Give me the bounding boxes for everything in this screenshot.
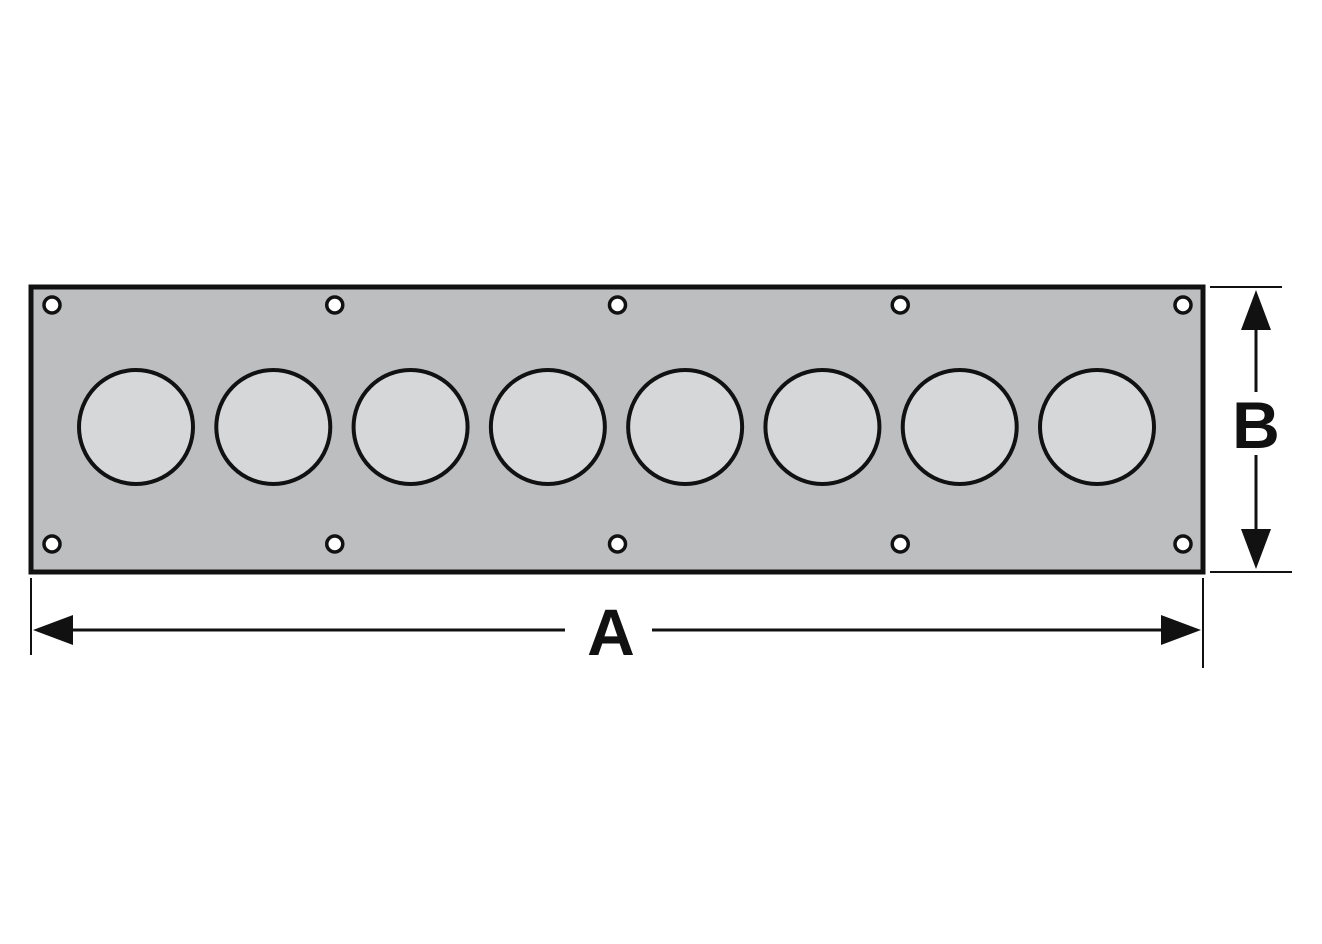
- cable-entry-hole: [763, 368, 882, 486]
- cable-entry-holes: [77, 368, 1156, 486]
- mounting-hole-top: [42, 295, 62, 315]
- mounting-hole-bottom: [1173, 534, 1193, 554]
- plate: [28, 284, 1206, 575]
- cable-entry-hole: [77, 368, 195, 486]
- cable-entry-hole: [214, 368, 333, 486]
- mounting-hole-bottom: [325, 534, 345, 554]
- dimension-b-arrow-top: [1241, 290, 1271, 330]
- dimension-a: A: [30, 578, 1204, 669]
- cable-entry-hole: [1038, 368, 1156, 486]
- cable-entry-hole: [900, 368, 1019, 486]
- dimension-a-label: A: [587, 595, 635, 669]
- dimension-b: B: [1210, 286, 1292, 573]
- mounting-hole-top: [890, 295, 910, 315]
- mounting-holes: [42, 295, 1193, 554]
- dimension-b-arrow-bottom: [1241, 529, 1271, 569]
- cable-entry-hole: [351, 368, 470, 486]
- mounting-hole-top: [1173, 295, 1193, 315]
- dimension-b-label: B: [1232, 388, 1280, 462]
- mounting-hole-top: [607, 295, 628, 315]
- cable-entry-hole: [488, 368, 607, 486]
- mounting-hole-bottom: [42, 534, 62, 554]
- mounting-hole-bottom: [607, 534, 628, 554]
- mounting-hole-bottom: [890, 534, 910, 554]
- mounting-hole-top: [325, 295, 345, 315]
- dimension-a-arrow-left: [33, 615, 73, 645]
- dimension-a-arrow-right: [1161, 615, 1201, 645]
- cable-entry-hole: [626, 368, 745, 486]
